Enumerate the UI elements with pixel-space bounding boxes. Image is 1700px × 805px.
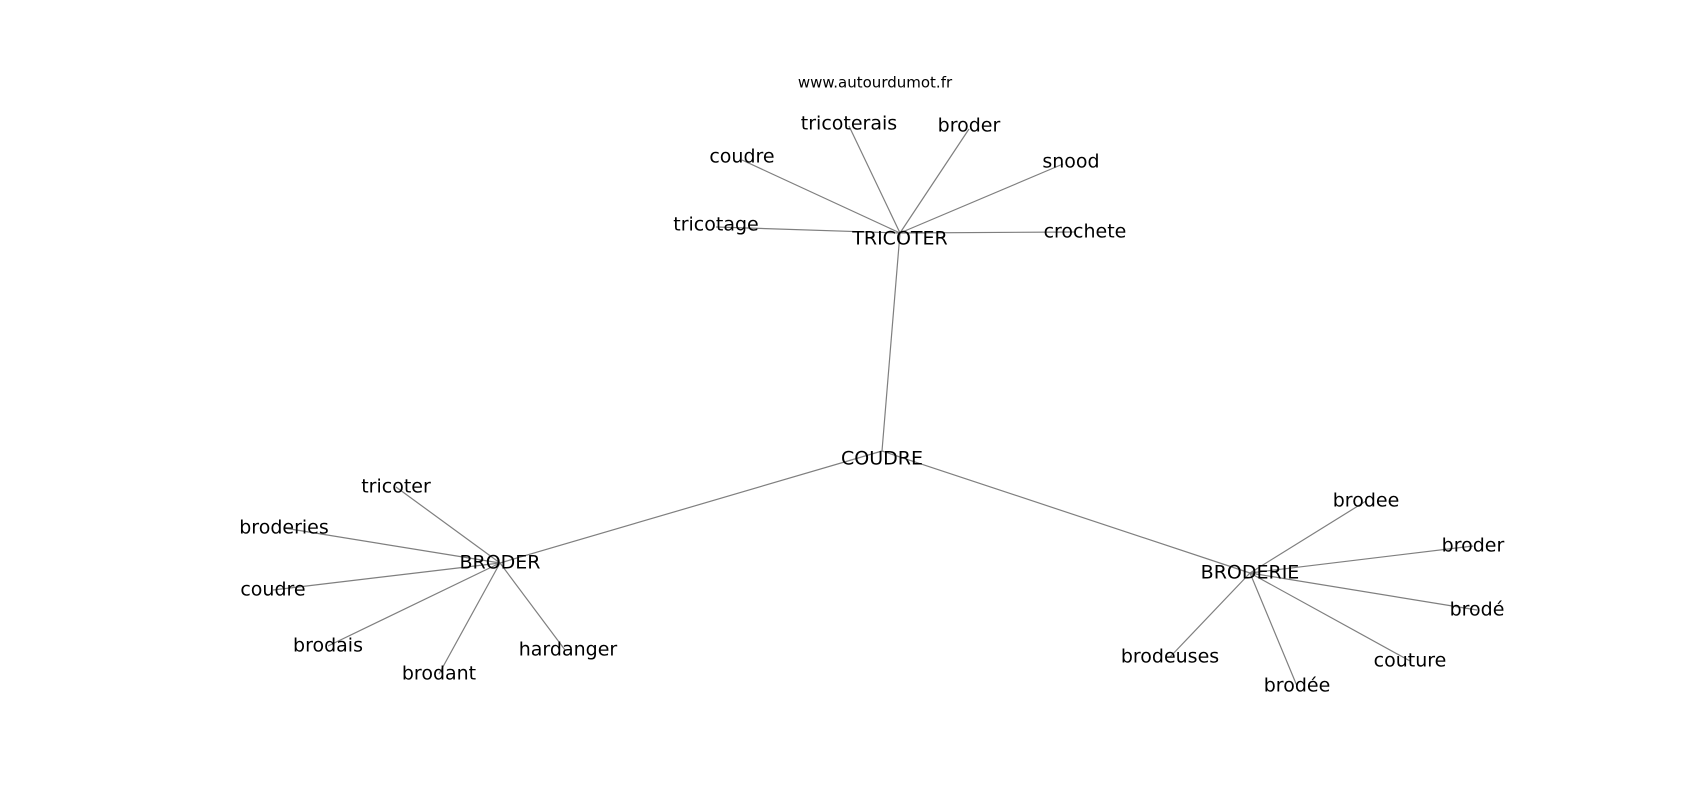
leaf-node-broderie[interactable]: brodé <box>1450 599 1505 621</box>
hub-node-broderie[interactable]: BRODERIE <box>1201 562 1300 584</box>
edge-root-tricoter <box>881 232 901 452</box>
edges-layer <box>272 125 1478 687</box>
edge-tricoter-leaf <box>741 159 901 234</box>
leaf-node-broder[interactable]: brodais <box>293 635 363 657</box>
leaf-node-broderie[interactable]: brodee <box>1333 490 1400 512</box>
edge-tricoter-leaf <box>899 231 1076 234</box>
edge-broder-leaf <box>499 562 566 651</box>
edge-broder-leaf <box>327 562 501 647</box>
leaf-node-tricoter[interactable]: crochete <box>1044 221 1127 243</box>
leaf-node-broderie[interactable]: couture <box>1374 650 1447 672</box>
root-node-label[interactable]: COUDRE <box>841 448 923 470</box>
edge-root-broder <box>499 450 883 564</box>
edge-broder-leaf <box>272 562 501 591</box>
leaf-node-broder[interactable]: brodant <box>402 663 476 685</box>
leaf-node-tricoter[interactable]: tricoterais <box>801 113 897 135</box>
edge-tricoter-leaf <box>899 128 970 234</box>
leaf-node-broder[interactable]: broderies <box>239 517 329 539</box>
leaf-node-tricoter[interactable]: snood <box>1042 151 1099 173</box>
edge-broderie-leaf <box>1249 545 1474 574</box>
hub-node-tricoter[interactable]: TRICOTER <box>851 228 947 250</box>
edge-broderie-leaf <box>1169 572 1251 658</box>
edge-tricoter-leaf <box>899 163 1064 234</box>
leaf-node-broderie[interactable]: brodeuses <box>1121 646 1219 668</box>
edge-tricoter-leaf <box>715 226 901 234</box>
edge-tricoter-leaf <box>848 125 901 234</box>
leaf-node-broder[interactable]: coudre <box>240 579 305 601</box>
edge-broderie-leaf <box>1249 572 1411 662</box>
edge-broderie-leaf <box>1249 572 1478 611</box>
leaf-node-broderie[interactable]: brodée <box>1264 675 1331 697</box>
edge-broder-leaf <box>283 527 501 564</box>
edge-broder-leaf <box>395 486 501 564</box>
leaf-node-tricoter[interactable]: broder <box>938 115 1001 137</box>
edge-broderie-leaf <box>1249 572 1298 687</box>
edge-root-broderie <box>881 450 1251 574</box>
hub-node-broder[interactable]: BRODER <box>459 552 540 574</box>
leaf-node-broder[interactable]: hardanger <box>519 639 618 661</box>
leaf-node-tricoter[interactable]: tricotage <box>673 214 758 236</box>
leaf-node-tricoter[interactable]: coudre <box>709 146 774 168</box>
leaf-node-broderie[interactable]: broder <box>1442 535 1505 557</box>
edge-broderie-leaf <box>1249 500 1367 574</box>
leaf-node-broder[interactable]: tricoter <box>361 476 431 498</box>
edge-broder-leaf <box>438 562 501 675</box>
watermark-text: www.autourdumot.fr <box>798 74 953 92</box>
labels-layer: www.autourdumot.fr COUDRE TRICOTER tricot… <box>239 74 1504 697</box>
